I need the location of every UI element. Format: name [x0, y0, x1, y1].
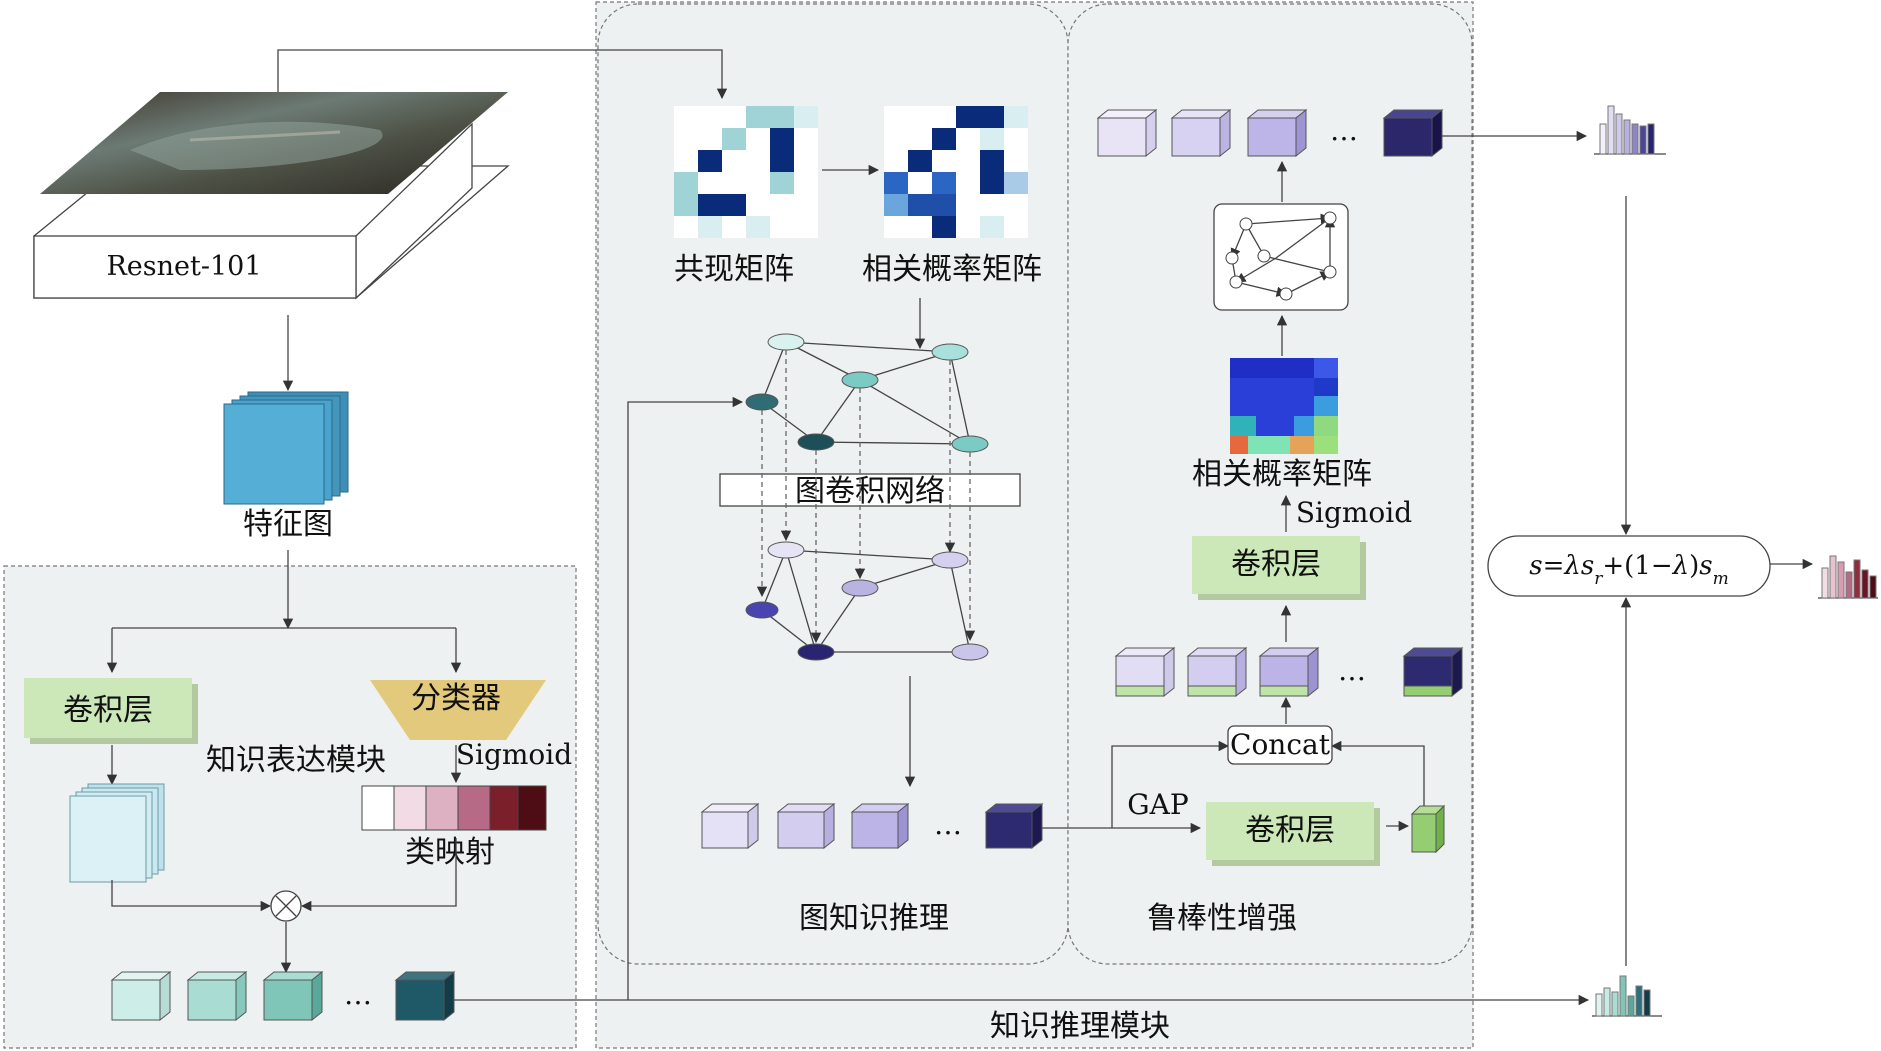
class-map-label: 类映射	[405, 835, 495, 870]
histogram-final	[1818, 532, 1878, 602]
sigmoid-left-label: Sigmoid	[456, 738, 572, 771]
cube	[110, 970, 172, 1022]
concat-block: Concat	[1227, 725, 1333, 765]
cube	[394, 970, 456, 1022]
correlation-label-robust: 相关概率矩阵	[1192, 457, 1372, 492]
knowledge-expression-title: 知识表达模块	[206, 743, 386, 778]
conv-feature-stack	[69, 783, 165, 883]
concat-cube-row: …	[1114, 646, 1464, 698]
histogram-top	[1594, 105, 1666, 155]
concat-ellipsis: …	[1338, 654, 1366, 687]
robustness-title: 鲁棒性增强	[1147, 901, 1297, 936]
formula-text: s=λsr+(1−λ)sm	[1529, 551, 1728, 589]
gcn-block: 图卷积网络	[719, 473, 1021, 509]
cube	[984, 802, 1044, 850]
classifier-label: 分类器	[411, 681, 501, 716]
fusion-formula: s=λsr+(1−λ)sm	[1487, 535, 1771, 597]
conv-left-label: 卷积层	[63, 693, 153, 728]
knowledge-cube-row: …	[110, 970, 456, 1022]
cube	[1170, 108, 1232, 158]
graph-cube-row: …	[700, 802, 1044, 850]
conv-layer-top: 卷积层	[1192, 536, 1366, 600]
robust-correlation-heatmap	[1230, 358, 1338, 454]
cube	[1114, 646, 1176, 698]
concat-label: Concat	[1230, 728, 1331, 761]
conv-layer-bottom: 卷积层	[1206, 802, 1380, 866]
gcn-label: 图卷积网络	[795, 474, 945, 509]
output-graph	[745, 541, 989, 661]
classifier: 分类器	[370, 680, 546, 740]
cooccurrence-label: 共现矩阵	[674, 252, 794, 287]
cube	[700, 802, 760, 850]
robust-cube-row: …	[1096, 108, 1444, 158]
cube	[262, 970, 324, 1022]
correlation-label-graph: 相关概率矩阵	[862, 252, 1042, 287]
cube	[1258, 646, 1320, 698]
correlation-matrix	[884, 106, 1028, 238]
robust-graph-box	[1213, 203, 1349, 311]
multiply-icon	[270, 890, 302, 922]
cube	[1402, 646, 1464, 698]
cube	[850, 802, 910, 850]
cube	[186, 970, 248, 1022]
conv-layer-left: 卷积层	[24, 678, 198, 744]
conv-bottom-label: 卷积层	[1245, 813, 1335, 848]
conv-top-label: 卷积层	[1231, 547, 1321, 582]
histogram-bottom	[1592, 975, 1662, 1017]
gap-label: GAP	[1127, 788, 1188, 821]
feature-map-stack	[223, 391, 349, 505]
resnet-backbone: Resnet-101	[33, 92, 510, 300]
sigmoid-right-label: Sigmoid	[1296, 496, 1412, 529]
robust-ellipsis: …	[1330, 114, 1358, 147]
cube	[1246, 108, 1308, 158]
cube	[1382, 108, 1444, 158]
green-feature-vector	[1410, 804, 1446, 854]
class-map-strip	[361, 785, 547, 831]
cube	[1096, 108, 1158, 158]
feature-map-label: 特征图	[243, 507, 333, 542]
robustness-panel	[1067, 3, 1473, 965]
cooccurrence-matrix	[674, 106, 818, 238]
backbone-label: Resnet-101	[106, 251, 261, 282]
knowledge-reasoning-title: 知识推理模块	[990, 1009, 1170, 1044]
input-graph	[745, 333, 989, 453]
knowledge-ellipsis: …	[344, 978, 372, 1011]
graph-reasoning-title: 图知识推理	[799, 901, 949, 936]
cube	[1186, 646, 1248, 698]
cube	[776, 802, 836, 850]
graph-ellipsis: …	[934, 808, 962, 841]
